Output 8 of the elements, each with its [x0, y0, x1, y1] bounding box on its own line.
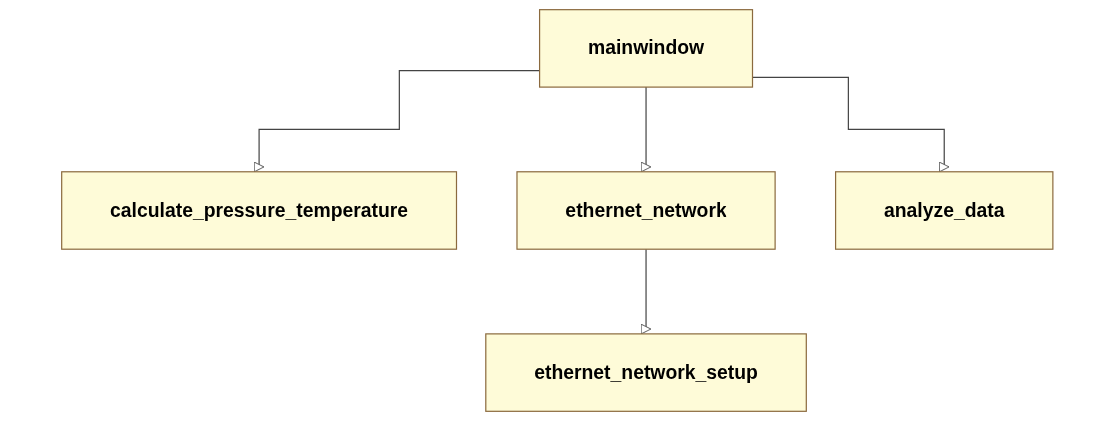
node-box: mainwindow	[539, 9, 754, 88]
node-box: ethernet_network_setup	[485, 333, 808, 412]
node-box: calculate_pressure_temperature	[61, 171, 458, 250]
node-box: ethernet_network	[516, 171, 776, 250]
node-box: analyze_data	[835, 171, 1054, 250]
arrow	[640, 248, 652, 335]
arrow	[640, 86, 652, 173]
arrow	[752, 76, 950, 173]
